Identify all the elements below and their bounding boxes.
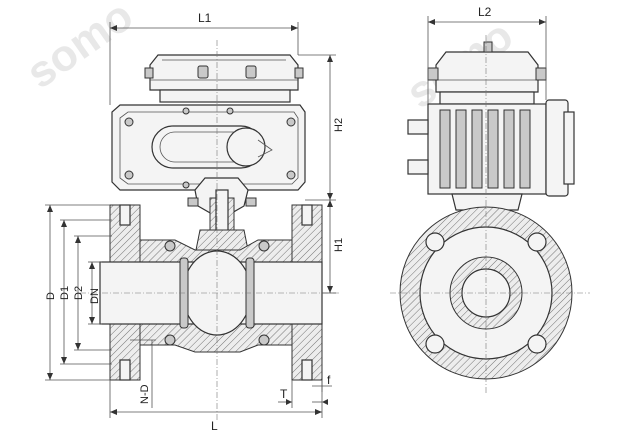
cooling-fins — [439, 109, 531, 189]
dim-f-label: f — [327, 373, 331, 387]
dim-ND-label: N-D — [139, 384, 151, 404]
stem-bracket — [187, 177, 257, 251]
dim-D2-label: D2 — [73, 286, 85, 300]
dim-L1-label: L1 — [198, 11, 212, 25]
dim-L-label: L — [211, 419, 218, 433]
side-dimensions: L2 — [427, 5, 547, 104]
actuator-housing — [111, 104, 306, 191]
dim-L2-label: L2 — [478, 5, 492, 19]
dim-H2-label: H2 — [333, 118, 345, 132]
actuator-cover — [144, 54, 304, 103]
front-view — [80, 40, 340, 420]
front-dimensions: L1 H2 H1 D D1 D2 DN — [45, 11, 345, 433]
valve-body — [99, 204, 323, 381]
dim-D1-label: D1 — [59, 286, 71, 300]
dim-T-label: T — [280, 387, 288, 401]
dim-H1-label: H1 — [333, 238, 345, 252]
dim-D-label: D — [45, 292, 57, 300]
side-view — [390, 35, 590, 395]
dim-DN-label: DN — [89, 288, 101, 304]
svg-text:somo: somo — [18, 0, 142, 98]
